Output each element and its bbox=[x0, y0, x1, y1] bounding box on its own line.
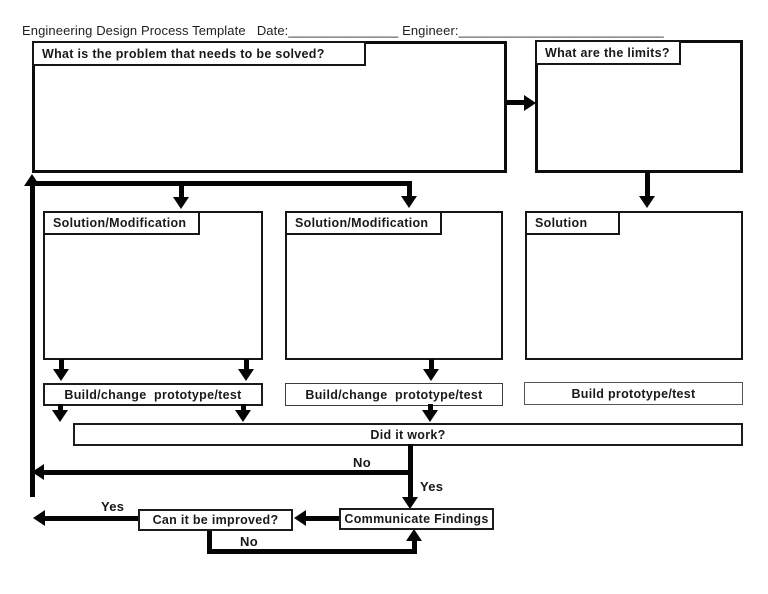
arrow-limits-to-solution-line bbox=[645, 172, 650, 198]
limits-box: What are the limits? bbox=[535, 40, 743, 173]
arrow-sm2-to-build2-head bbox=[423, 369, 439, 381]
no-loop-label: No bbox=[237, 534, 261, 549]
arrow-build1-to-did-right-line bbox=[241, 404, 246, 412]
arrow-problem-to-limits-line bbox=[507, 100, 527, 105]
arrow-branch-to-sm2-head bbox=[401, 196, 417, 208]
problem-box-label: What is the problem that needs to be sol… bbox=[32, 41, 366, 66]
page-title: Engineering Design Process Template bbox=[22, 23, 246, 38]
solution-box: Solution bbox=[525, 211, 743, 360]
yes-left-line bbox=[45, 516, 138, 521]
feedback-left-line bbox=[30, 186, 35, 497]
solution-modification-box-1: Solution/Modification bbox=[43, 211, 263, 360]
arrow-sm1-to-build1-left-line bbox=[59, 359, 64, 371]
limits-box-label: What are the limits? bbox=[535, 40, 681, 65]
arrow-problem-to-limits-head bbox=[524, 95, 536, 111]
arrow-build1-to-did-left-head bbox=[52, 410, 68, 422]
arrow-build2-to-did-head bbox=[422, 410, 438, 422]
no-loop-up-arrowhead bbox=[406, 529, 422, 541]
arrow-build2-to-did-line bbox=[428, 404, 433, 412]
arrow-sm1-to-build1-right-line bbox=[244, 359, 249, 371]
feedback-up-arrowhead bbox=[24, 174, 40, 186]
no-feedback-arrowhead bbox=[32, 464, 44, 480]
arrow-branch-to-sm1-head bbox=[173, 197, 189, 209]
arrow-branch-to-sm2-line bbox=[407, 184, 412, 198]
build-prototype-bar: Build prototype/test bbox=[524, 382, 743, 405]
problem-box: What is the problem that needs to be sol… bbox=[32, 41, 507, 173]
solution-modification-2-label: Solution/Modification bbox=[285, 211, 442, 235]
yes-down-label: Yes bbox=[417, 479, 447, 494]
communicate-findings-box: Communicate Findings bbox=[339, 508, 494, 530]
build-change-bar-1: Build/change prototype/test bbox=[43, 383, 263, 406]
arrow-sm2-to-build2-line bbox=[429, 359, 434, 371]
page-header: Engineering Design Process Template Date… bbox=[22, 23, 664, 38]
did-it-work-bar: Did it work? bbox=[73, 423, 743, 446]
arrow-to-communicate-head bbox=[402, 497, 418, 509]
branch-line bbox=[32, 181, 412, 186]
arrow-branch-to-sm1-line bbox=[179, 184, 184, 199]
no-feedback-label: No bbox=[350, 455, 374, 470]
solution-modification-box-2: Solution/Modification bbox=[285, 211, 503, 360]
arrow-build1-to-did-left-line bbox=[58, 404, 63, 412]
arrow-communicate-to-improve-line bbox=[305, 516, 339, 521]
date-label: Date: bbox=[256, 23, 289, 38]
date-blank-line: _______________ bbox=[288, 23, 399, 38]
yes-left-arrowhead bbox=[33, 510, 45, 526]
no-loop-down-line bbox=[207, 531, 212, 553]
solution-modification-1-label: Solution/Modification bbox=[43, 211, 200, 235]
can-improve-box: Can it be improved? bbox=[138, 509, 293, 531]
engineer-blank-line: ____________________________ bbox=[458, 23, 664, 38]
no-loop-bottom-line bbox=[207, 549, 417, 554]
solution-box-label: Solution bbox=[525, 211, 620, 235]
arrow-sm1-to-build1-right-head bbox=[238, 369, 254, 381]
arrow-communicate-to-improve-head bbox=[294, 510, 306, 526]
build-change-bar-2: Build/change prototype/test bbox=[285, 383, 503, 406]
arrow-build1-to-did-right-head bbox=[235, 410, 251, 422]
no-loop-up-line bbox=[412, 540, 417, 553]
arrow-sm1-to-build1-left-head bbox=[53, 369, 69, 381]
yes-left-label: Yes bbox=[98, 499, 128, 514]
arrow-limits-to-solution-head bbox=[639, 196, 655, 208]
engineer-label: Engineer: bbox=[402, 23, 459, 38]
no-feedback-line bbox=[44, 470, 411, 475]
